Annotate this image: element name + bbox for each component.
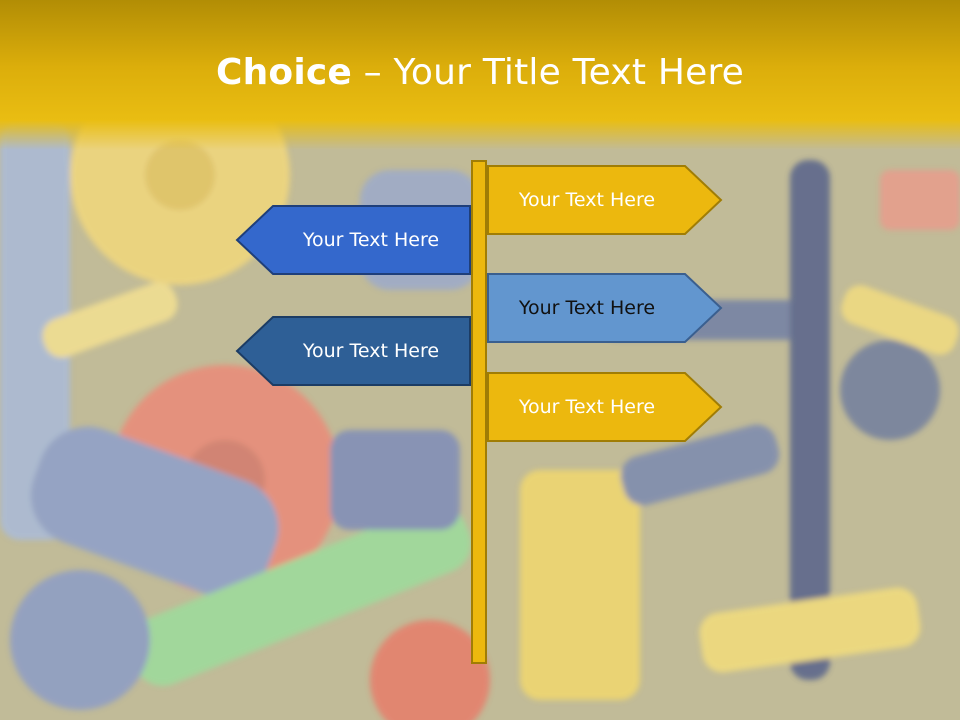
sign-label: Your Text Here bbox=[518, 297, 656, 319]
sign-shape bbox=[235, 316, 471, 386]
sign-label: Your Text Here bbox=[518, 396, 656, 418]
sign-label: Your Text Here bbox=[302, 340, 440, 362]
sign-shape bbox=[487, 273, 723, 343]
sign-right-2: Your Text Here bbox=[487, 273, 723, 343]
title-band bbox=[0, 0, 960, 150]
title-bold: Choice bbox=[215, 52, 353, 93]
sign-shape bbox=[487, 372, 723, 442]
signpost-pole bbox=[471, 160, 487, 664]
title-rest: – Your Title Text Here bbox=[352, 52, 745, 93]
sign-shape bbox=[487, 165, 723, 235]
sign-left-1: Your Text Here bbox=[235, 205, 471, 275]
sign-right-3: Your Text Here bbox=[487, 372, 723, 442]
sign-shape bbox=[235, 205, 471, 275]
slide-title: Choice – Your Title Text Here bbox=[0, 52, 960, 93]
sign-right-1: Your Text Here bbox=[487, 165, 723, 235]
sign-left-2: Your Text Here bbox=[235, 316, 471, 386]
sign-label: Your Text Here bbox=[302, 229, 440, 251]
sign-label: Your Text Here bbox=[518, 189, 656, 211]
